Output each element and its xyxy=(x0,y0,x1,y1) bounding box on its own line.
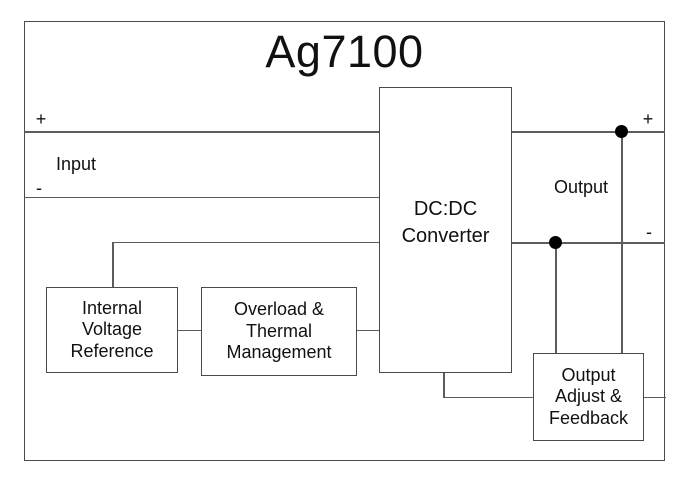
dc-dc-converter-label: DC:DC Converter xyxy=(401,198,490,247)
output-label: Output xyxy=(553,177,609,197)
output-negative-junction-dot xyxy=(549,236,562,249)
diagram-title: Ag7100 xyxy=(265,26,424,77)
internal-voltage-reference-label: Internal Voltage Reference xyxy=(70,297,154,361)
positive-feedback-sense-wire xyxy=(621,131,623,354)
input-positive-label: + xyxy=(35,109,47,129)
input-label: Input xyxy=(55,154,97,174)
output-positive-wire xyxy=(512,131,665,133)
output-adjust-feedback-block: Output Adjust & Feedback xyxy=(533,353,644,441)
feedback-to-trim-pin-wire xyxy=(644,396,666,398)
converter-bottom-drop-wire xyxy=(443,373,445,398)
negative-feedback-sense-wire xyxy=(555,242,557,354)
converter-to-feedback-wire xyxy=(443,396,534,398)
input-negative-wire xyxy=(24,196,379,198)
reference-to-converter-wire xyxy=(112,241,379,243)
output-negative-wire xyxy=(512,242,665,244)
internal-voltage-reference-block: Internal Voltage Reference xyxy=(46,287,178,373)
overload-thermal-management-label: Overload & Thermal Management xyxy=(226,299,332,363)
output-positive-junction-dot xyxy=(615,125,628,138)
dc-dc-converter-block: DC:DC Converter xyxy=(379,87,512,373)
overload-to-converter-wire xyxy=(357,329,380,331)
output-negative-label: - xyxy=(646,222,652,242)
input-negative-label: - xyxy=(36,178,42,198)
output-adjust-feedback-label: Output Adjust & Feedback xyxy=(548,364,629,428)
input-positive-wire xyxy=(24,131,379,133)
output-positive-label: + xyxy=(642,109,654,129)
reference-drop-wire xyxy=(112,241,114,288)
overload-thermal-management-block: Overload & Thermal Management xyxy=(201,287,357,376)
reference-to-overload-wire xyxy=(178,329,202,331)
